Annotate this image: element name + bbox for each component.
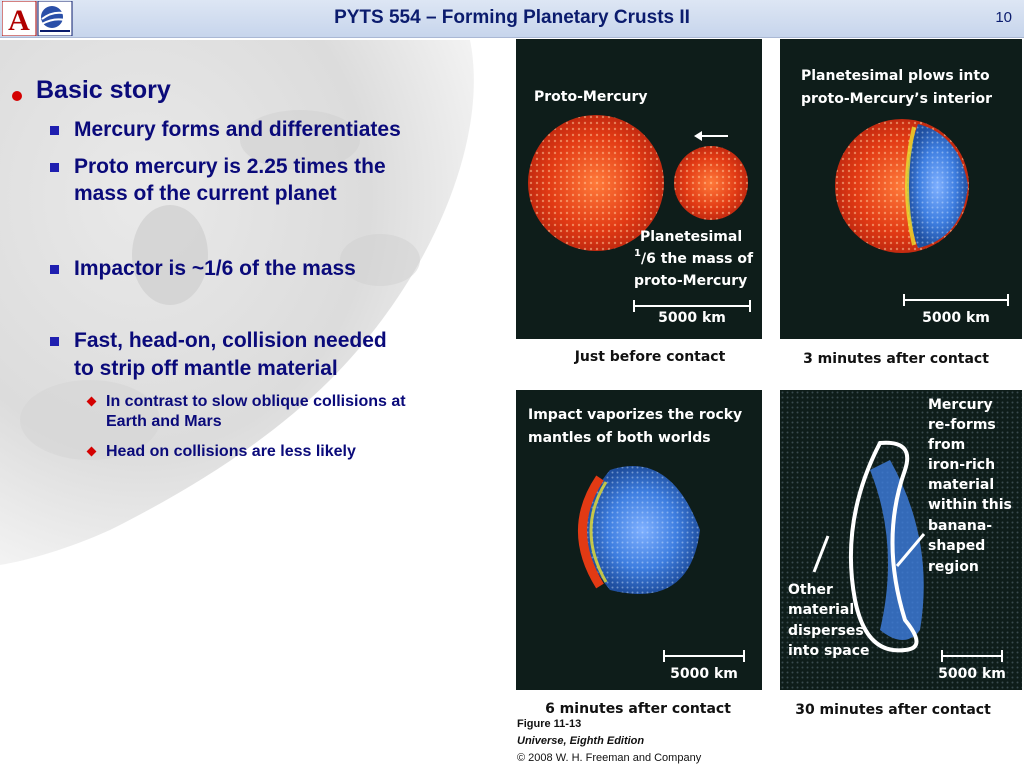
panel-just-before-contact: Proto-Mercury Planetesimal 1 /6 the mass… bbox=[516, 39, 762, 365]
mercury-reform-line8: shaped bbox=[928, 538, 985, 554]
bullet-fast-line2: to strip off mantle material bbox=[74, 357, 338, 380]
scale-label: 5000 km bbox=[938, 666, 1006, 682]
logo-letter: A bbox=[8, 4, 30, 36]
other-material-line2: material bbox=[788, 602, 854, 618]
slide-number: 10 bbox=[995, 9, 1012, 26]
bullet-fast-line1: Fast, head-on, collision needed bbox=[74, 329, 387, 352]
pointer-line bbox=[812, 535, 830, 573]
bullet-mercury-forms: Mercury forms and differentiates bbox=[74, 118, 401, 141]
panel-3-minutes: Planetesimal plows into proto-Mercury’s … bbox=[780, 39, 1022, 367]
book-title: Universe, Eighth Edition bbox=[517, 735, 645, 747]
panel-6-minutes: Impact vaporizes the rocky mantles of bo… bbox=[516, 390, 762, 717]
bullet-marker bbox=[50, 265, 59, 274]
mercury-reform-line7: banana- bbox=[928, 518, 992, 534]
title-bar: A PYTS 554 – Forming Planetary Crusts II… bbox=[0, 0, 1024, 38]
planetesimal-label-line1: Planetesimal bbox=[640, 229, 742, 245]
pointer-line bbox=[895, 533, 926, 567]
mercury-reform-line2: re-forms bbox=[928, 417, 996, 433]
caption-30-minutes: 30 minutes after contact bbox=[795, 702, 991, 718]
vaporize-label-line2: mantles of both worlds bbox=[528, 430, 711, 446]
bullet-marker bbox=[12, 91, 22, 101]
bullet-proto-mass-line1: Proto mercury is 2.25 times the bbox=[74, 155, 386, 178]
scale-label: 5000 km bbox=[670, 666, 738, 682]
other-material-line3: disperses bbox=[788, 623, 864, 639]
mercury-reform-line3: from bbox=[928, 437, 965, 453]
vaporize-label-line1: Impact vaporizes the rocky bbox=[528, 407, 742, 423]
scale-label: 5000 km bbox=[922, 310, 990, 326]
banana-region bbox=[870, 460, 924, 640]
figure-number: Figure 11-13 bbox=[517, 718, 582, 730]
copyright: © 2008 W. H. Freeman and Company bbox=[517, 752, 702, 764]
scale-label: 5000 km bbox=[658, 310, 726, 326]
planetesimal-label-line2: /6 the mass of bbox=[641, 251, 754, 267]
mercury-reform-line5: material bbox=[928, 477, 994, 493]
bullet-proto-mass-line2: mass of the current planet bbox=[74, 182, 337, 205]
bullet-marker bbox=[50, 337, 59, 346]
bullet-marker bbox=[50, 126, 59, 135]
slide-title: PYTS 554 – Forming Planetary Crusts II bbox=[334, 7, 690, 28]
bullet-contrast-line1: In contrast to slow oblique collisions a… bbox=[106, 393, 406, 410]
proto-mercury-label: Proto-Mercury bbox=[534, 89, 648, 105]
bullet-head-on: Head on collisions are less likely bbox=[106, 443, 356, 460]
mercury-reform-line1: Mercury bbox=[928, 397, 993, 413]
bullet-impactor: Impactor is ~1/6 of the mass bbox=[74, 257, 356, 280]
bullet-basic-story: Basic story bbox=[36, 76, 171, 104]
caption-just-before: Just before contact bbox=[574, 349, 726, 365]
fraction-superscript: 1 bbox=[634, 248, 641, 259]
banana-outline bbox=[848, 440, 919, 653]
other-material-line1: Other bbox=[788, 582, 833, 598]
mercury-reform-line9: region bbox=[928, 559, 979, 575]
planetesimal-label-line3: proto-Mercury bbox=[634, 273, 747, 289]
caption-3-minutes: 3 minutes after contact bbox=[803, 351, 989, 367]
plow-label-line2: proto-Mercury’s interior bbox=[801, 91, 992, 107]
mercury-reform-line6: within this bbox=[928, 497, 1012, 513]
mercury-reform-line4: iron-rich bbox=[928, 457, 995, 473]
university-logo-icon: A bbox=[2, 1, 73, 36]
bullet-contrast-line2: Earth and Mars bbox=[106, 413, 222, 430]
bullet-marker bbox=[50, 163, 59, 172]
plow-label-line1: Planetesimal plows into bbox=[801, 68, 990, 84]
other-material-line4: into space bbox=[788, 643, 870, 659]
caption-6-minutes: 6 minutes after contact bbox=[545, 701, 731, 717]
panel-30-minutes: Mercury re-forms from iron-rich material… bbox=[780, 390, 1022, 718]
